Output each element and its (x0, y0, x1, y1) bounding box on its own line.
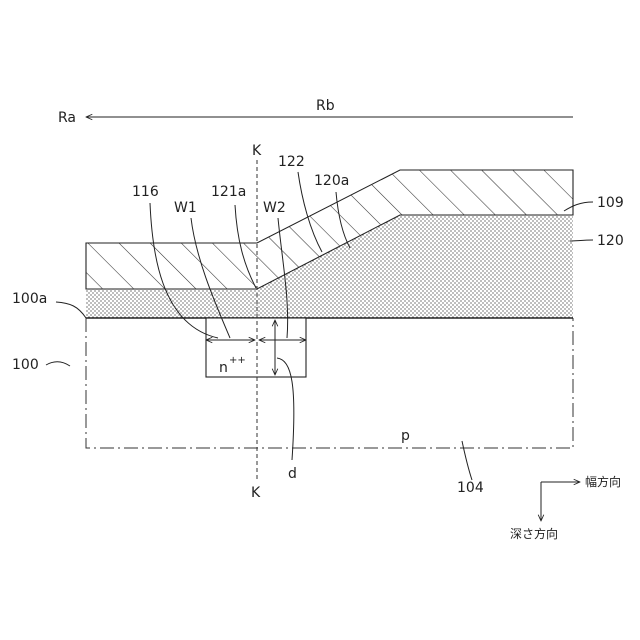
label-121a: 121a (211, 184, 246, 200)
rb-label: Rb (316, 98, 335, 114)
n-region-label: n (219, 360, 228, 376)
substrate-100 (86, 318, 573, 448)
label-d: d (288, 466, 297, 482)
label-122: 122 (278, 154, 305, 170)
label-w2: W2 (263, 200, 286, 216)
leader-104 (462, 441, 472, 480)
k-label-bottom: K (251, 485, 261, 501)
label-120a: 120a (314, 173, 349, 189)
label-w1: W1 (174, 200, 197, 216)
label-100: 100 (12, 357, 39, 373)
label-104: 104 (457, 480, 484, 496)
leader-120 (570, 240, 593, 241)
leader-100a (56, 302, 86, 318)
label-120: 120 (597, 233, 624, 249)
label-116: 116 (132, 184, 159, 200)
leader-100 (46, 362, 70, 366)
width-direction-label: 幅方向 (585, 474, 621, 489)
n-region-superscript: ++ (229, 355, 246, 366)
k-label-top: K (252, 143, 262, 159)
ra-label: Ra (58, 110, 76, 126)
depth-direction-label: 深さ方向 (510, 526, 558, 541)
label-100a: 100a (12, 291, 47, 307)
label-109: 109 (597, 195, 624, 211)
p-region-label: p (401, 428, 410, 444)
